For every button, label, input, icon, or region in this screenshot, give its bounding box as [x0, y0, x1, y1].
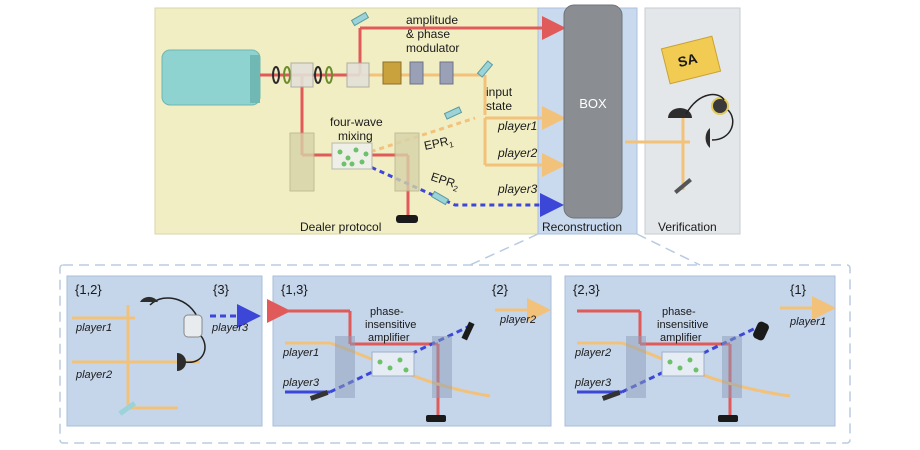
zoom-connector	[59, 233, 851, 444]
amplitude-label: amplitude	[406, 13, 458, 27]
fwm-label-2: mixing	[338, 129, 373, 143]
panel3-player2: player2	[574, 347, 611, 359]
panel-1-3	[267, 275, 552, 427]
panel3-amp-1: phase-	[662, 306, 696, 318]
dealer-region	[154, 7, 539, 235]
four-wave-mixing-cell	[289, 132, 420, 192]
lens-icons	[272, 66, 333, 84]
phase-label: & phase	[406, 27, 450, 41]
mirror-icons	[350, 11, 494, 206]
input-state-label-1: input	[486, 85, 513, 99]
panel-1-2	[66, 275, 263, 427]
modulator-icons	[382, 61, 454, 85]
player3-label: player3	[497, 182, 538, 196]
spectrum-analyzer-icon	[660, 35, 722, 85]
panel1-player1: player1	[75, 322, 112, 334]
box-label: BOX	[579, 96, 607, 111]
panel3-subset: {2,3}	[573, 282, 600, 297]
verification-label: Verification	[658, 220, 717, 234]
blue-beam	[354, 158, 564, 217]
beam-splitter-icons	[290, 62, 370, 88]
panel2-player1: player1	[282, 347, 319, 359]
panel1-absent: {3}	[213, 282, 230, 297]
panel3-absent: {1}	[790, 282, 807, 297]
epr1-label: EPR1	[423, 133, 455, 155]
laser-icon	[161, 49, 261, 106]
player2-label: player2	[497, 146, 538, 160]
modulator-label: modulator	[406, 41, 459, 55]
panel2-amp-3: amplifier	[368, 332, 410, 344]
panel-2-3	[564, 275, 836, 427]
panel2-player3: player3	[282, 377, 320, 389]
panel3-amp-2: insensitive	[657, 319, 708, 331]
input-state-label-2: state	[486, 99, 512, 113]
panel3-player1: player1	[789, 316, 826, 328]
panel2-absent: {2}	[492, 282, 509, 297]
reconstruction-label: Reconstruction	[542, 220, 622, 234]
panel1-player2: player2	[75, 369, 112, 381]
panel3-player3: player3	[574, 377, 612, 389]
panel1-player3: player3	[211, 322, 249, 334]
panel3-amp-3: amplifier	[660, 332, 702, 344]
panel2-subset: {1,3}	[281, 282, 308, 297]
beam-dump-icon	[396, 215, 418, 223]
panel1-subset: {1,2}	[75, 282, 102, 297]
sa-label: SA	[676, 50, 699, 70]
fwm-label-1: four-wave	[330, 115, 383, 129]
box-block	[563, 4, 623, 219]
panel2-amp-2: insensitive	[365, 319, 416, 331]
player1-label: player1	[497, 119, 537, 133]
dealer-protocol-label: Dealer protocol	[300, 220, 381, 234]
detector-icons	[668, 93, 734, 194]
panel2-player2: player2	[499, 314, 536, 326]
panel2-amp-1: phase-	[370, 306, 404, 318]
